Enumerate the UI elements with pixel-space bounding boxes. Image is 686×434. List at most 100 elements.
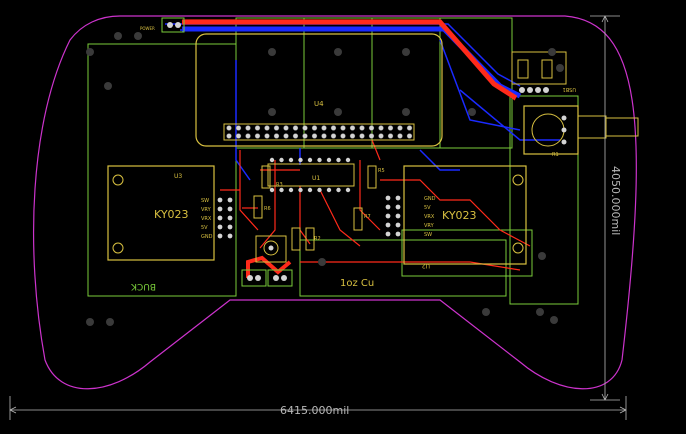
left-pin xyxy=(227,215,233,221)
header-pin xyxy=(311,133,318,139)
r6-label: R6 xyxy=(264,206,271,212)
ic-pin xyxy=(345,157,351,163)
header-pin xyxy=(292,133,299,139)
right-pin-label: GND xyxy=(424,196,436,202)
right-pin-label: VRX xyxy=(424,214,435,220)
left-pin-label: GND xyxy=(201,234,213,240)
header-pin xyxy=(368,133,375,139)
ic-pin xyxy=(288,187,294,193)
ic-pin xyxy=(279,157,284,163)
right-pin-label: 5V xyxy=(424,205,431,211)
header-pin xyxy=(302,125,308,131)
left-pin-label: SW xyxy=(201,198,209,204)
ic-pin xyxy=(288,157,294,163)
header-pin xyxy=(340,133,346,139)
header-pin xyxy=(387,125,394,131)
r1-label: R1 xyxy=(552,152,559,158)
ic-pin xyxy=(279,187,284,193)
ic-pin xyxy=(269,187,275,193)
ic-pin xyxy=(345,187,351,193)
right-pin xyxy=(395,231,401,237)
header-pin xyxy=(378,125,384,131)
left-pin xyxy=(217,224,223,230)
header-pin xyxy=(368,125,375,131)
r7-label: R7 xyxy=(364,214,371,220)
ic-pin xyxy=(326,187,332,193)
ic-pin xyxy=(307,187,313,193)
dimension-lines xyxy=(9,15,627,420)
header-pin xyxy=(397,133,403,139)
r2-label: R2 xyxy=(314,236,321,242)
header-pin xyxy=(330,125,337,131)
header-pin xyxy=(292,125,299,131)
left-pin xyxy=(227,206,233,212)
right-pin xyxy=(395,204,401,210)
u1-chip: U1 xyxy=(267,157,355,193)
right-pin xyxy=(385,222,391,228)
header-pin xyxy=(359,133,365,139)
copper-weight-label: 1oz Cu xyxy=(340,278,374,289)
header-pin xyxy=(349,133,356,139)
left-pin-label: VRX xyxy=(201,216,212,222)
component-courtyards xyxy=(87,17,579,305)
resistors xyxy=(253,165,377,251)
right-pin xyxy=(385,213,391,219)
height-dimension-label: 4050.000mil xyxy=(609,166,622,235)
usb-label: USB1 xyxy=(563,86,576,92)
header-pin xyxy=(340,125,346,131)
left-pin xyxy=(227,224,233,230)
ic-pin xyxy=(298,157,303,163)
left-pin xyxy=(227,197,233,203)
width-dimension-label: 6415.000mil xyxy=(280,404,349,417)
header-pin xyxy=(321,125,327,131)
header-pin xyxy=(349,125,356,131)
u4-label: U4 xyxy=(314,100,324,108)
header-pin xyxy=(264,133,270,139)
power-jack: POWER xyxy=(140,17,185,33)
ic-pin xyxy=(317,187,322,193)
right-pin xyxy=(395,213,401,219)
r5-label: R5 xyxy=(378,168,385,174)
header-pin xyxy=(245,133,251,139)
header-pin xyxy=(302,133,308,139)
left-pin-label: 5V xyxy=(201,225,208,231)
ic-pin xyxy=(269,157,275,163)
ic-pin xyxy=(336,157,341,163)
header-pin xyxy=(387,133,394,139)
board-outline xyxy=(32,15,637,390)
thick-trace-red-lower xyxy=(246,255,292,278)
header-pin xyxy=(283,133,289,139)
header-pin xyxy=(235,133,242,139)
header-pin xyxy=(406,125,413,131)
header-pin xyxy=(321,133,327,139)
left-pin xyxy=(227,233,233,239)
switch-p1 xyxy=(255,235,287,263)
left-pin xyxy=(217,215,223,221)
header-pin xyxy=(378,133,384,139)
header-pin xyxy=(359,125,365,131)
header-pin xyxy=(226,125,232,131)
right-pin xyxy=(395,195,401,201)
ky023-right-label: KY023 xyxy=(442,209,477,222)
pot-r1: R1 xyxy=(523,105,639,158)
header-pin xyxy=(397,125,403,131)
header-pin xyxy=(406,133,413,139)
u4-outline xyxy=(195,33,443,147)
u4-header xyxy=(223,123,415,141)
right-pin-label: VRY xyxy=(424,223,435,229)
left-pin-label: VRY xyxy=(201,207,212,213)
ic-pin xyxy=(336,187,341,193)
header-pin xyxy=(273,125,280,131)
left-pin xyxy=(217,206,223,212)
r3-label: R3 xyxy=(276,182,283,188)
right-pin xyxy=(385,195,391,201)
header-pin xyxy=(235,125,242,131)
terminal-blocks xyxy=(241,269,293,287)
u2-label: U2 xyxy=(422,262,430,269)
header-pin xyxy=(226,133,232,139)
ic-pin xyxy=(298,187,303,193)
right-pin xyxy=(385,204,391,210)
